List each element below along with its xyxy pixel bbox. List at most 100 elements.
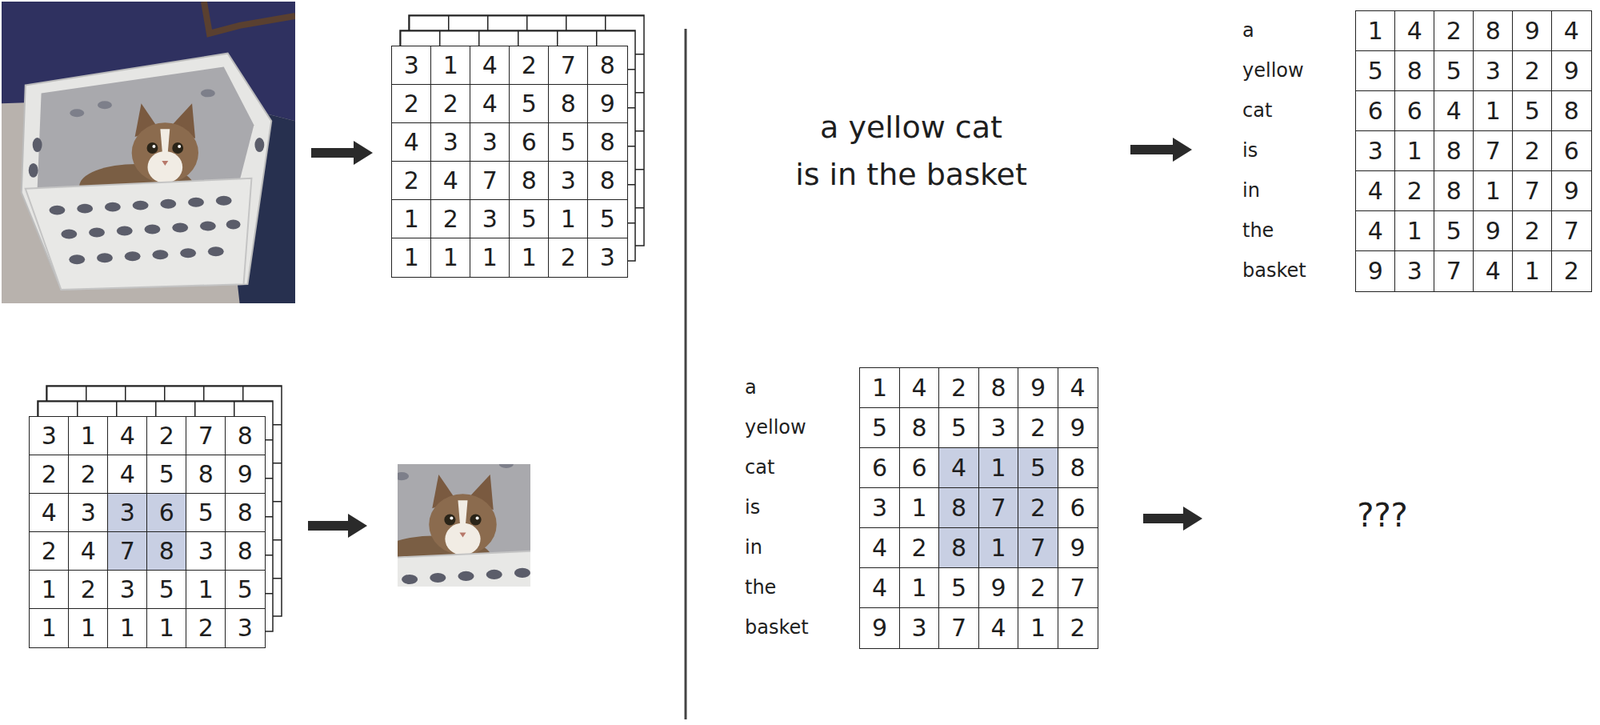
matrix-cell: 4 — [1394, 10, 1436, 52]
matrix-cell: 1 — [185, 569, 227, 610]
token-label: basket — [1242, 258, 1307, 283]
matrix-cell: 9 — [1551, 170, 1592, 212]
matrix-cell: 2 — [1017, 407, 1059, 449]
matrix-cell: 4 — [1433, 90, 1475, 132]
matrix-cell: 4 — [430, 160, 472, 201]
matrix-cell: 4 — [1355, 210, 1396, 252]
matrix-cell: 1 — [548, 199, 589, 240]
matrix-cell: 1 — [68, 416, 109, 456]
tensor-back-layers — [37, 15, 644, 632]
matrix-cell: 3 — [859, 487, 900, 529]
token-label: in — [1242, 178, 1260, 203]
highlighted-cell: 8 — [938, 487, 980, 529]
matrix-cell: 8 — [587, 160, 628, 201]
highlighted-cell: 2 — [1017, 487, 1059, 529]
matrix-cell: 2 — [68, 454, 109, 495]
matrix-cell: 9 — [224, 454, 266, 495]
matrix-cell: 1 — [107, 608, 148, 648]
matrix-cell: 5 — [146, 454, 188, 495]
matrix-cell: 1 — [28, 608, 70, 648]
matrix-cell: 1 — [68, 608, 109, 648]
highlighted-cell: 1 — [978, 527, 1020, 569]
highlighted-cell: 5 — [1017, 447, 1059, 489]
matrix-cell: 9 — [1512, 10, 1553, 52]
token-label: in — [744, 535, 763, 560]
matrix-cell: 3 — [978, 407, 1020, 449]
arrow — [1130, 137, 1192, 162]
matrix-cell: 4 — [469, 84, 511, 124]
matrix-cell: 1 — [469, 237, 511, 278]
matrix-cell: 1 — [899, 567, 940, 609]
matrix-cell: 7 — [1512, 170, 1553, 212]
matrix-cell: 6 — [859, 447, 900, 489]
matrix-cell: 2 — [146, 416, 188, 456]
matrix-cell: 5 — [508, 84, 550, 124]
matrix-cell: 2 — [185, 608, 227, 648]
matrix-cell: 4 — [978, 607, 1020, 649]
matrix-cell: 4 — [107, 416, 148, 456]
matrix-cell: 4 — [68, 531, 109, 572]
matrix-cell: 4 — [28, 492, 70, 533]
matrix-cell: 6 — [1057, 487, 1099, 529]
token-label: basket — [744, 615, 809, 640]
highlighted-cell: 8 — [938, 527, 980, 569]
matrix-cell: 7 — [1551, 210, 1592, 252]
matrix-cell: 2 — [391, 84, 432, 124]
matrix-cell: 2 — [899, 527, 940, 569]
matrix-cell: 5 — [508, 199, 550, 240]
matrix-cell: 5 — [938, 407, 980, 449]
arrow — [1143, 506, 1203, 531]
matrix-cell: 1 — [391, 199, 432, 240]
matrix-cell: 9 — [1472, 210, 1514, 252]
matrix-cell: 4 — [107, 454, 148, 495]
token-label: the — [1242, 218, 1274, 243]
matrix-cell: 3 — [469, 122, 511, 163]
matrix-cell: 8 — [978, 367, 1020, 409]
arrows — [308, 137, 1203, 538]
matrix-cell: 9 — [587, 84, 628, 124]
matrix-cell: 2 — [1394, 170, 1436, 212]
matrix-cell: 7 — [548, 45, 589, 86]
matrix-cell: 6 — [1551, 130, 1592, 172]
matrix-cell: 1 — [1512, 250, 1553, 292]
matrix-cell: 3 — [587, 237, 628, 278]
matrix-cell: 6 — [508, 122, 550, 163]
highlighted-cell: 7 — [1017, 527, 1059, 569]
divider-line — [684, 28, 688, 720]
matrix-cell: 2 — [548, 237, 589, 278]
matrix-cell: 1 — [1394, 130, 1436, 172]
matrix-cell: 1 — [508, 237, 550, 278]
matrix-cell: 7 — [469, 160, 511, 201]
token-label: is — [744, 495, 760, 520]
matrix-cell: 3 — [28, 416, 70, 456]
matrix-cell: 5 — [1433, 210, 1475, 252]
matrix-cell: 6 — [1394, 90, 1436, 132]
matrix-cell: 1 — [146, 608, 188, 648]
matrix-cell: 2 — [1551, 250, 1592, 292]
matrix-cell: 1 — [1017, 607, 1059, 649]
sentence-text: a yellow cat is in the basket — [795, 109, 1028, 192]
matrix-cell: 3 — [1394, 250, 1436, 292]
matrix-cell: 5 — [185, 492, 227, 533]
matrix-cell: 8 — [587, 45, 628, 86]
matrix-cell: 9 — [978, 567, 1020, 609]
matrix-cell: 6 — [899, 447, 940, 489]
matrix-cell: 8 — [508, 160, 550, 201]
matrix-cell: 8 — [899, 407, 940, 449]
matrix-cell: 4 — [1355, 170, 1396, 212]
matrix-cell: 9 — [1057, 527, 1099, 569]
matrix-cell: 8 — [224, 531, 266, 572]
matrix-cell: 2 — [28, 531, 70, 572]
highlighted-cell: 1 — [978, 447, 1020, 489]
matrix-cell: 9 — [1551, 50, 1592, 92]
token-label: the — [744, 575, 776, 600]
matrix-cell: 2 — [938, 367, 980, 409]
matrix-cell: 9 — [1057, 407, 1099, 449]
token-label: yellow — [744, 415, 807, 440]
matrix-cell: 2 — [28, 454, 70, 495]
matrix-cell: 5 — [224, 569, 266, 610]
matrix-cell: 2 — [68, 569, 109, 610]
sentence-block: a yellow cat is in the basket — [787, 104, 1036, 199]
highlighted-cell: 3 — [107, 492, 148, 533]
